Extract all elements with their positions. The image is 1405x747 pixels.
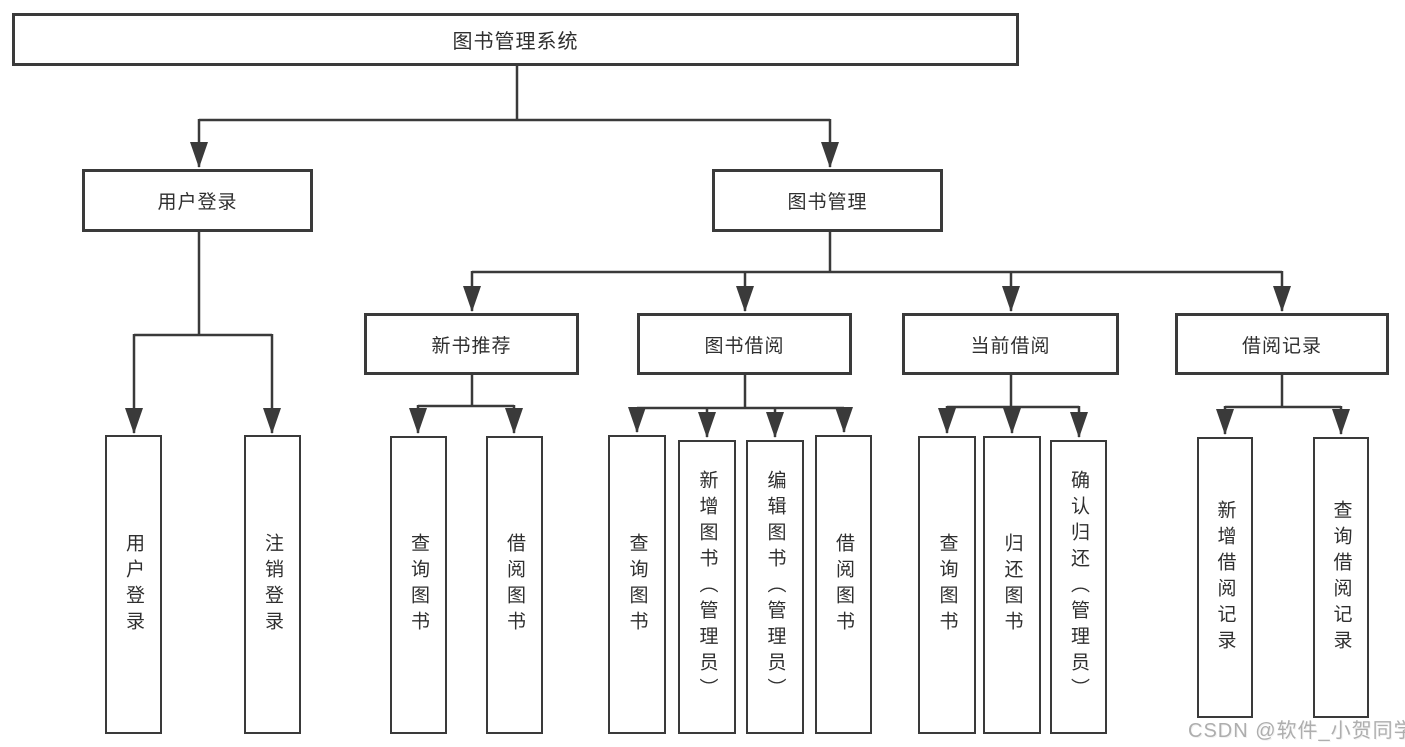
leaf-query-books-current: 查询图书 — [918, 436, 976, 734]
node-book-borrowing: 图书借阅 — [637, 313, 852, 375]
leaf-borrow-books: 借阅图书 — [815, 435, 872, 734]
node-book-management: 图书管理 — [712, 169, 943, 232]
leaf-label: 查询借阅记录 — [1330, 499, 1352, 656]
leaf-label: 借阅图书 — [504, 533, 525, 637]
leaf-label: 查询图书 — [936, 533, 958, 637]
leaf-label: 借阅图书 — [833, 532, 854, 637]
leaf-confirm-return-admin: 确认归还（管理员） — [1050, 440, 1107, 734]
leaf-logout: 注销登录 — [244, 435, 301, 734]
leaf-label: 用户登录 — [123, 532, 144, 637]
csdn-watermark: CSDN @软件_小贺同学 — [1188, 720, 1405, 742]
leaf-label: 查询图书 — [626, 532, 648, 637]
leaf-label: 注销登录 — [262, 532, 283, 637]
leaf-label: 编辑图书（管理员） — [764, 470, 786, 704]
leaf-label: 归还图书 — [1001, 533, 1023, 637]
leaf-label: 新增借阅记录 — [1214, 499, 1236, 656]
leaf-label: 查询图书 — [408, 533, 429, 637]
node-current-borrowing: 当前借阅 — [902, 313, 1119, 375]
leaf-label: 新增图书（管理员） — [696, 470, 718, 704]
leaf-edit-books-admin: 编辑图书（管理员） — [746, 440, 804, 734]
leaf-borrow-books-recommend: 借阅图书 — [486, 436, 543, 734]
leaf-query-books-borrowing: 查询图书 — [608, 435, 666, 734]
leaf-add-books-admin: 新增图书（管理员） — [678, 440, 736, 734]
node-library-system-root: 图书管理系统 — [12, 13, 1019, 66]
leaf-user-login: 用户登录 — [105, 435, 162, 734]
leaf-label: 确认归还（管理员） — [1068, 470, 1089, 704]
leaf-query-borrow-record: 查询借阅记录 — [1313, 437, 1369, 718]
leaf-add-borrow-record: 新增借阅记录 — [1197, 437, 1253, 718]
node-new-book-recommendation: 新书推荐 — [364, 313, 579, 375]
leaf-query-books-recommend: 查询图书 — [390, 436, 447, 734]
node-user-login: 用户登录 — [82, 169, 313, 232]
leaf-return-books: 归还图书 — [983, 436, 1041, 734]
node-borrowing-records: 借阅记录 — [1175, 313, 1389, 375]
